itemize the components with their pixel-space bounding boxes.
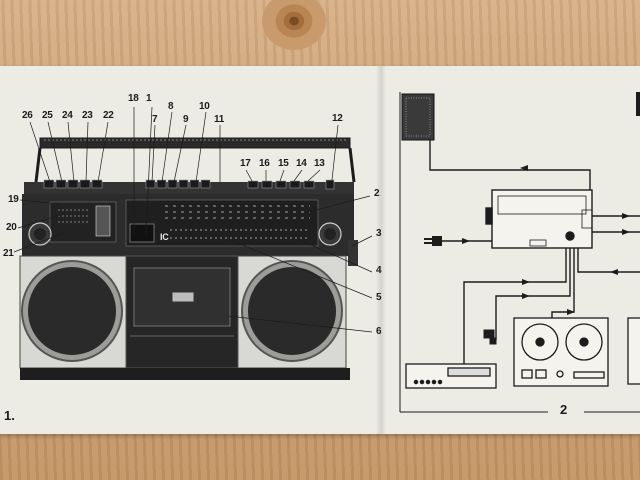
radio-badge: IC (160, 232, 169, 242)
tuning-dial-panel (125, 199, 319, 247)
callout-23: 23 (82, 110, 93, 121)
reel-to-reel-recorder (513, 317, 609, 387)
callout-6: 6 (376, 326, 382, 337)
callout-7: 7 (152, 114, 158, 125)
right-edge-speaker (636, 92, 640, 116)
wood-knot (262, 0, 326, 50)
callout-26: 26 (22, 110, 33, 121)
connection-cables (429, 140, 640, 364)
right-edge-device (627, 317, 640, 385)
microphone-connector (483, 329, 497, 345)
callout-1: 1 (146, 93, 152, 104)
left-speaker-grille (28, 267, 116, 355)
carry-handle (34, 137, 356, 183)
callout-4: 4 (376, 265, 382, 276)
base (20, 368, 350, 380)
callout-8: 8 (168, 101, 174, 112)
radio-recorder-unit (485, 189, 593, 249)
callout-16: 16 (259, 158, 270, 169)
callout-20: 20 (6, 222, 17, 233)
callout-2: 2 (374, 188, 380, 199)
callout-25: 25 (42, 110, 53, 121)
piano-keys (43, 179, 335, 190)
callout-22: 22 (103, 110, 114, 121)
cable-arrows (462, 165, 630, 315)
callout-leaders (13, 106, 373, 333)
callout-18: 18 (128, 93, 139, 104)
callout-19: 19 (8, 194, 19, 205)
mains-plug (424, 236, 442, 246)
external-speaker-box (401, 93, 435, 141)
callout-9: 9 (183, 114, 189, 125)
callout-14: 14 (296, 158, 307, 169)
callout-24: 24 (62, 110, 73, 121)
callout-11: 11 (214, 114, 224, 125)
callout-12: 12 (332, 113, 343, 124)
diagram-frame (399, 92, 640, 413)
vu-meter (58, 205, 111, 237)
callout-21: 21 (3, 248, 14, 259)
figure-1-label: 1. (4, 408, 15, 423)
right-speaker-grille (248, 267, 336, 355)
cassette-window (171, 291, 195, 303)
callout-15: 15 (278, 158, 289, 169)
callout-13: 13 (314, 158, 325, 169)
callout-5: 5 (376, 292, 382, 303)
side-jack (348, 240, 358, 266)
page-fold (376, 66, 386, 434)
callout-10: 10 (199, 101, 210, 112)
callout-3: 3 (376, 228, 382, 239)
tape-deck-unit (405, 363, 497, 389)
callout-17: 17 (240, 158, 251, 169)
figure-2-label: 2 (560, 402, 568, 417)
